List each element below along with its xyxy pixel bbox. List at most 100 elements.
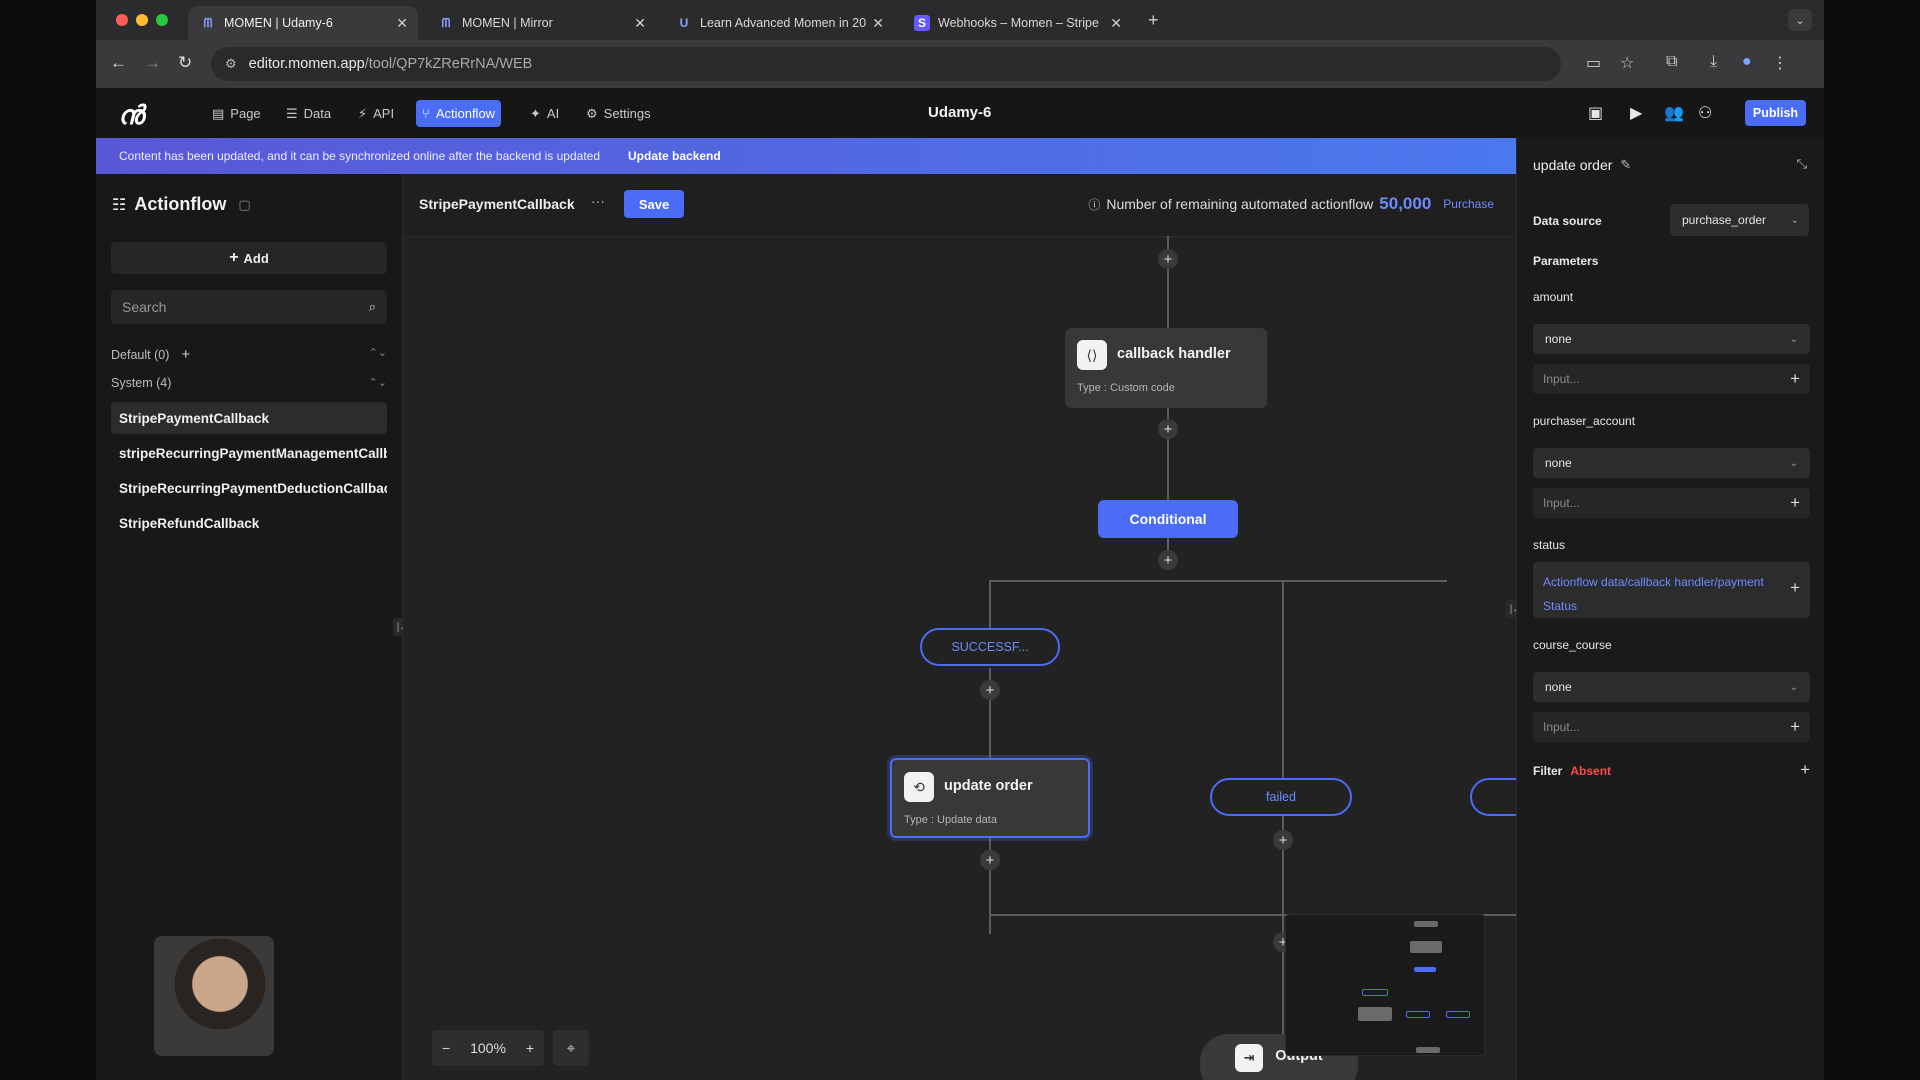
download-icon[interactable]: ⤓ [1710,53,1718,70]
stripe-favicon-icon: S [914,15,930,31]
zoom-in-icon[interactable]: + [525,1040,535,1056]
chevron-down-icon: ⌄ [1789,333,1798,345]
publish-button[interactable]: Publish [1745,100,1806,126]
close-tab-icon[interactable]: ✕ [634,14,646,31]
sync-notice-banner: Content has been updated, and it can be … [96,138,1516,174]
cast-icon[interactable]: ▭ [1586,55,1602,72]
branch-repeated[interactable]: repeated [1470,778,1516,816]
add-step-button[interactable]: + [980,680,1000,700]
page-icon: ▤ [212,105,225,121]
add-filter-icon[interactable]: + [1800,760,1810,779]
menu-ai[interactable]: ✦AI [530,105,560,122]
course-course-select[interactable]: none ⌄ [1533,672,1810,702]
search-input[interactable]: Search ⌕ [111,290,387,324]
recenter-icon[interactable]: ⌖ [553,1030,589,1066]
tab-list-chevron-icon[interactable]: ⌄ [1788,9,1812,31]
branch-failed[interactable]: failed [1210,778,1352,816]
profile-icon[interactable]: ● [1742,53,1752,70]
browser-tab-udamy[interactable]: ᗰ MOMEN | Udamy-6 ✕ [188,6,418,40]
minimap[interactable] [1285,914,1485,1056]
browser-tab-udemy[interactable]: U Learn Advanced Momen in 20 ✕ [664,6,894,40]
filter-status: Absent [1570,764,1612,778]
node-callback-handler[interactable]: ⟨⟩ callback handler Type : Custom code [1065,328,1267,408]
close-tab-icon[interactable]: ✕ [396,14,408,31]
chevron-down-icon: ⌄ [1789,457,1798,469]
menu-settings[interactable]: ⚙Settings [586,105,651,122]
add-step-button[interactable]: + [980,850,1000,870]
minimap-node [1414,967,1436,972]
new-tab-icon[interactable]: + [1148,10,1159,30]
users-icon[interactable]: 👥 [1664,105,1684,122]
course-course-input[interactable]: Input... + [1533,712,1810,742]
plus-icon[interactable]: + [1790,369,1800,388]
purchaser-account-select[interactable]: none ⌄ [1533,448,1810,478]
flow-item[interactable]: StripeRefundCallback [119,515,260,531]
close-tab-icon[interactable]: ✕ [872,14,884,31]
file-icon[interactable]: ▣ [1588,105,1604,122]
add-step-button[interactable]: + [1158,249,1178,269]
add-actionflow-button[interactable]: +Add [111,242,387,274]
flow-item[interactable]: StripeRecurringPaymentDeductionCallback [119,480,387,496]
save-button[interactable]: Save [624,190,684,218]
chevron-down-icon: ⌄ [1790,214,1799,226]
browser-window: ᗰ MOMEN | Udamy-6 ✕ ᗰ MOMEN | Mirror ✕ U… [96,0,1824,1080]
url-bar[interactable]: ⚙ editor.momen.app/tool/QP7kZReRrNA/WEB [211,47,1561,81]
amount-input[interactable]: Input... + [1533,364,1810,394]
collapse-panel-icon[interactable]: ⤡ [1796,156,1807,171]
branch-success[interactable]: SUCCESSF... [920,628,1060,666]
site-settings-icon[interactable]: ⚙ [225,56,237,71]
docs-icon[interactable]: ▢ [238,196,251,212]
group-default[interactable]: Default (0)+ ⌃⌄ [111,346,387,363]
add-step-button[interactable]: + [1158,419,1178,439]
flow-item[interactable]: stripeRecurringPaymentManagementCallback [119,445,387,461]
update-backend-link[interactable]: Update backend [628,149,721,163]
add-step-button[interactable]: + [1158,550,1178,570]
group-system[interactable]: System (4) ⌃⌄ [111,376,387,390]
update-data-icon: ⟲ [904,772,934,802]
zoom-out-icon[interactable]: − [441,1040,451,1056]
momen-logo[interactable]: ൻ [118,100,144,130]
forward-arrow-icon[interactable]: → [144,53,161,72]
plus-icon[interactable]: + [1790,717,1800,736]
flow-item[interactable]: StripePaymentCallback [111,402,387,434]
node-update-order[interactable]: ⟲ update order Type : Update data [890,758,1090,838]
close-window-button[interactable] [116,14,128,26]
browser-menu-icon[interactable]: ⋮ [1772,55,1788,72]
purchase-link[interactable]: Purchase [1443,197,1494,211]
reload-icon[interactable]: ↻ [178,53,193,72]
amount-select[interactable]: none ⌄ [1533,324,1810,354]
param-label-amount: amount [1533,290,1574,304]
extensions-icon[interactable]: ⧉ [1666,53,1678,70]
sidebar-title: ☷ Actionflow ▢ [112,194,251,214]
zoom-window-button[interactable] [156,14,168,26]
flow-canvas[interactable]: StripePaymentCallback ··· Save ⓘ Number … [403,174,1516,1080]
back-arrow-icon[interactable]: ← [110,53,127,72]
purchaser-account-input[interactable]: Input... + [1533,488,1810,518]
close-tab-icon[interactable]: ✕ [1110,14,1122,31]
data-source-select[interactable]: purchase_order ⌄ [1670,204,1809,236]
status-binding[interactable]: Actionflow data/callback handler/payment… [1533,562,1810,618]
browser-tab-mirror[interactable]: ᗰ MOMEN | Mirror ✕ [426,6,656,40]
menu-actionflow[interactable]: ⑂Actionflow [416,100,502,127]
node-conditional[interactable]: Conditional [1098,500,1238,538]
menu-api[interactable]: ⚡API [358,105,395,122]
add-step-button[interactable]: + [1273,830,1293,850]
collapse-icon[interactable]: ⌃⌄ [368,347,387,359]
panel-title: update order ✎ [1533,157,1632,173]
udemy-favicon-icon: U [679,16,689,30]
plus-icon[interactable]: + [1790,578,1800,597]
menu-data[interactable]: ☰Data [286,105,332,122]
plus-icon[interactable]: + [1790,493,1800,512]
project-title: Udamy-6 [928,104,992,121]
menu-page[interactable]: ▤Page [212,105,261,122]
browser-tab-stripe[interactable]: S Webhooks – Momen – Stripe ✕ [902,6,1132,40]
edit-pencil-icon[interactable]: ✎ [1620,157,1632,172]
minimize-window-button[interactable] [136,14,148,26]
play-icon[interactable]: ▶ [1630,105,1643,122]
user-settings-icon[interactable]: ⚇ [1698,105,1713,122]
add-to-group-icon[interactable]: + [181,346,191,363]
more-options-icon[interactable]: ··· [591,193,605,209]
collapse-icon[interactable]: ⌃⌄ [368,377,387,389]
bookmark-star-icon[interactable]: ☆ [1620,55,1635,72]
api-plug-icon: ⚡ [358,105,368,121]
